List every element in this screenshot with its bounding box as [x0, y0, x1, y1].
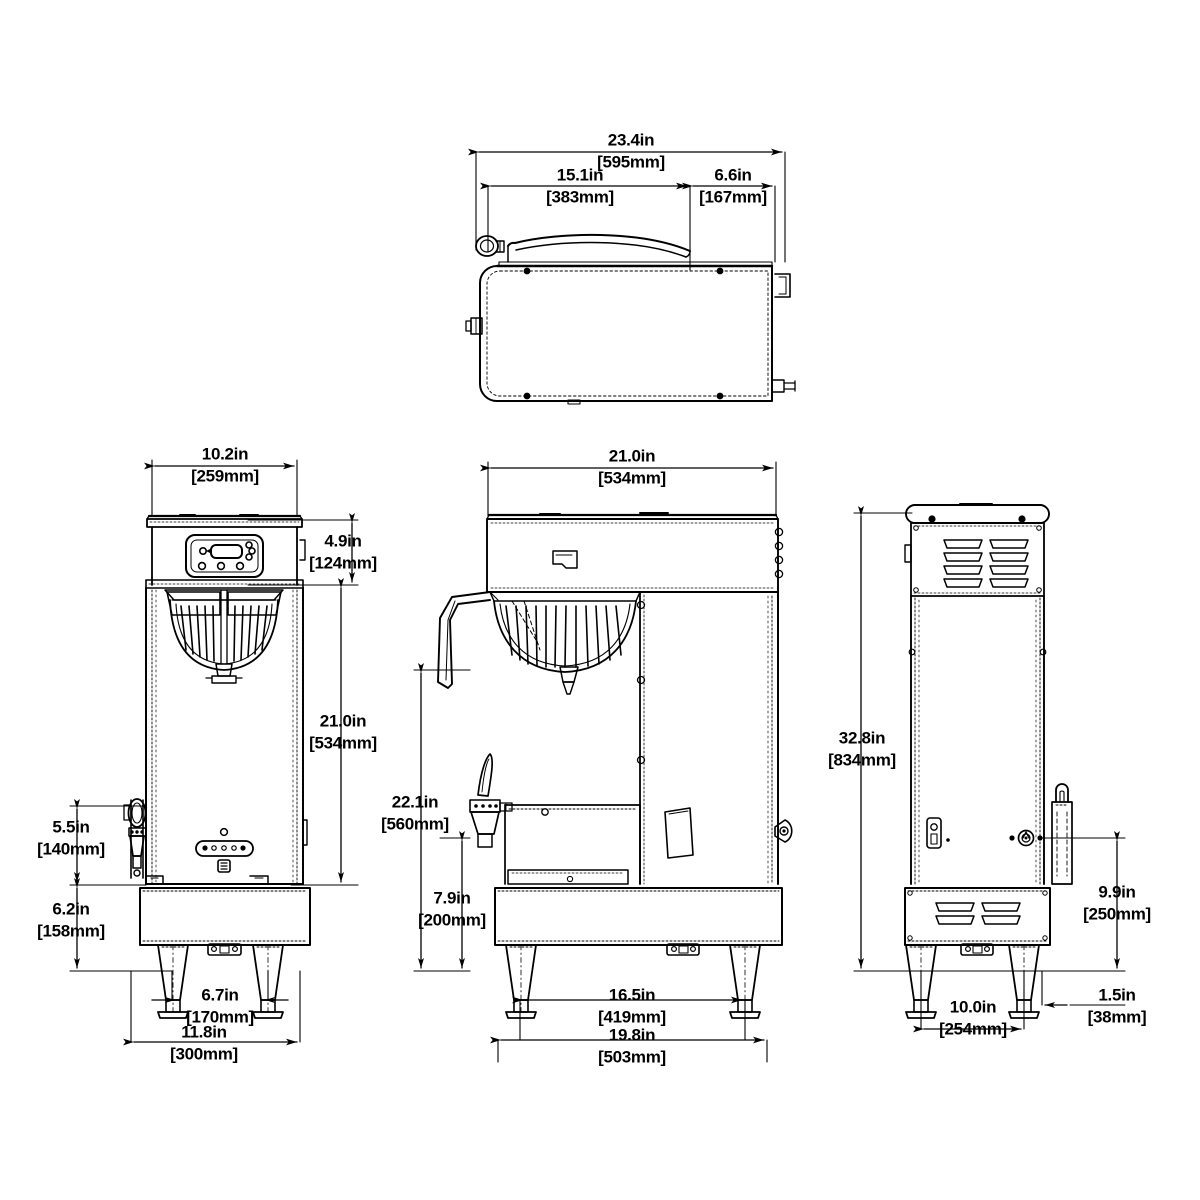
dim-label-rear-faucet-mm: [250mm]	[1083, 904, 1151, 923]
dim-label-side-leg-mm: [419mm]	[598, 1007, 666, 1026]
rear-view-base	[904, 887, 1051, 956]
dim-label-side-depth-mm: [503mm]	[598, 1047, 666, 1066]
dim-label-front-base-in: 6.2in	[52, 899, 89, 918]
rear-view-legs	[905, 944, 1040, 1019]
side-view-base	[494, 887, 783, 956]
dim-label-rear-leg-in: 10.0in	[950, 997, 996, 1016]
dim-label-side-leg-in: 16.5in	[609, 985, 655, 1004]
rear-base-louvers	[935, 902, 1021, 925]
dim-label-front-body-mm: [534mm]	[309, 733, 377, 752]
side-view-group	[413, 461, 793, 1063]
dim-label-side-clear-mm: [560mm]	[381, 814, 449, 833]
top-view-left-fittings	[465, 235, 505, 335]
dim-label-front-faucet-mm: [140mm]	[37, 839, 105, 858]
rear-view-group	[853, 503, 1126, 1033]
top-view-right-fittings	[771, 273, 796, 393]
side-view-legs	[505, 944, 761, 1019]
dim-label-front-panel-mm: [124mm]	[309, 553, 377, 572]
dim-label-front-faucet-in: 5.5in	[52, 817, 89, 836]
front-view-nameplate	[195, 827, 254, 873]
side-view-upper-body	[486, 512, 784, 593]
dim-label-rear-height-in: 32.8in	[839, 728, 885, 747]
top-view-body	[479, 261, 774, 402]
front-view-lid	[146, 514, 303, 528]
front-view-legs	[157, 944, 284, 1019]
display-screen	[210, 544, 243, 559]
front-view-control-panel	[185, 534, 264, 578]
dim-label-top-body-in: 15.1in	[557, 165, 603, 184]
dim-label-side-top-mm: [534mm]	[598, 468, 666, 487]
rear-view-lid	[905, 503, 1050, 524]
side-view-brew-funnel	[437, 591, 641, 695]
rear-louvers	[943, 539, 1029, 588]
dim-label-front-overall-in: 11.8in	[181, 1022, 226, 1041]
dim-label-front-top-width-mm: [259mm]	[191, 466, 259, 485]
dim-label-side-faucet-mm: [200mm]	[418, 910, 486, 929]
dimension-labels: 23.4in [595mm] 15.1in [383mm] 6.6in [167…	[37, 130, 1151, 1066]
dim-label-front-leg-mm: [170mm]	[186, 1007, 254, 1026]
dim-label-top-overall-in: 23.4in	[608, 130, 654, 149]
top-view-handle	[507, 233, 691, 263]
front-view-faucet	[123, 798, 147, 879]
dim-label-side-top-in: 21.0in	[609, 446, 655, 465]
dim-label-front-leg-in: 6.7in	[201, 985, 238, 1004]
front-view-group	[69, 459, 359, 1046]
dim-label-top-rear-mm: [167mm]	[699, 187, 767, 206]
dim-label-side-depth-in: 19.8in	[609, 1025, 655, 1044]
dim-label-front-base-mm: [158mm]	[37, 921, 105, 940]
side-view-tank-faucet	[469, 753, 694, 885]
dim-label-top-body-mm: [383mm]	[546, 187, 614, 206]
dim-label-rear-offset-mm: [38mm]	[1088, 1007, 1147, 1026]
dim-label-rear-height-mm: [834mm]	[828, 750, 896, 769]
rear-view-body	[908, 595, 1073, 885]
dim-label-side-faucet-in: 7.9in	[433, 888, 470, 907]
side-view-body	[636, 591, 793, 885]
dim-label-top-overall-mm: [595mm]	[597, 152, 665, 171]
dim-label-rear-faucet-in: 9.9in	[1098, 882, 1135, 901]
front-view-brew-funnel	[164, 589, 284, 684]
dim-label-top-rear-in: 6.6in	[714, 165, 751, 184]
top-view-fasteners	[523, 267, 724, 405]
dim-label-front-overall-mm: [300mm]	[170, 1044, 238, 1063]
dim-label-front-panel-in: 4.9in	[324, 531, 361, 550]
front-view-base	[139, 875, 311, 956]
dim-label-front-top-width-in: 10.2in	[202, 444, 248, 463]
dim-label-rear-leg-mm: [254mm]	[939, 1019, 1007, 1038]
top-view-group	[465, 148, 796, 405]
dim-label-side-clear-in: 22.1in	[392, 792, 438, 811]
dim-label-rear-offset-in: 1.5in	[1098, 985, 1135, 1004]
rear-view-vent-panel	[904, 522, 1045, 597]
dim-label-front-body-in: 21.0in	[320, 711, 366, 730]
panel-indicator	[199, 546, 208, 555]
